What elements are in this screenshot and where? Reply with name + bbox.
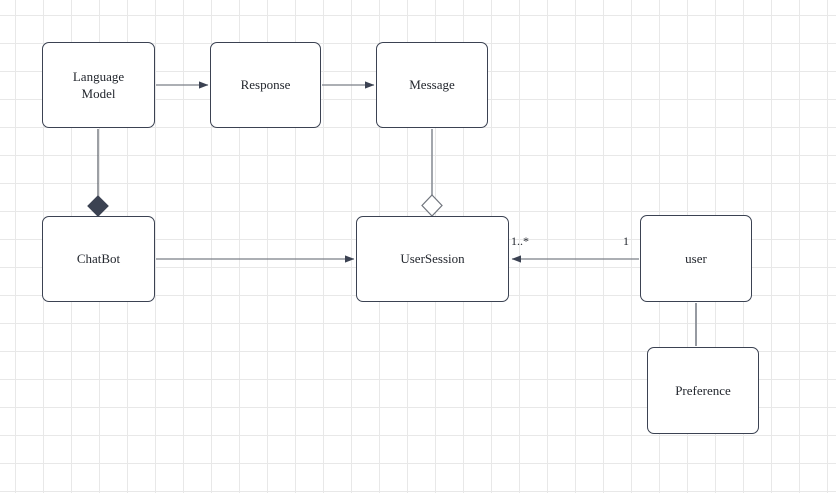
- node-label-preference: Preference: [675, 382, 731, 398]
- node-label-message: Message: [409, 77, 455, 93]
- node-label-chatbot: ChatBot: [76, 251, 121, 267]
- node-usersession[interactable]: UserSession: [356, 216, 509, 302]
- edge-message-aggregates-usersession: [421, 129, 443, 217]
- node-label-response: Response: [240, 77, 291, 93]
- edge-language-model-composes-chatbot: [87, 129, 109, 217]
- node-message[interactable]: Message: [376, 42, 488, 128]
- node-chatbot[interactable]: ChatBot: [42, 216, 155, 302]
- node-label-language-model: Language Model: [72, 68, 125, 101]
- node-response[interactable]: Response: [210, 42, 321, 128]
- edge-label-multiplicity-one: 1: [623, 234, 629, 248]
- edge-label-multiplicity-many: 1..*: [511, 234, 529, 248]
- node-preference[interactable]: Preference: [647, 347, 759, 434]
- node-user[interactable]: user: [640, 215, 752, 302]
- filled-diamond-icon: [87, 195, 109, 217]
- node-label-usersession: UserSession: [400, 251, 465, 267]
- node-label-user: user: [685, 250, 707, 266]
- hollow-diamond-icon: [421, 194, 443, 217]
- node-language-model[interactable]: Language Model: [42, 42, 155, 128]
